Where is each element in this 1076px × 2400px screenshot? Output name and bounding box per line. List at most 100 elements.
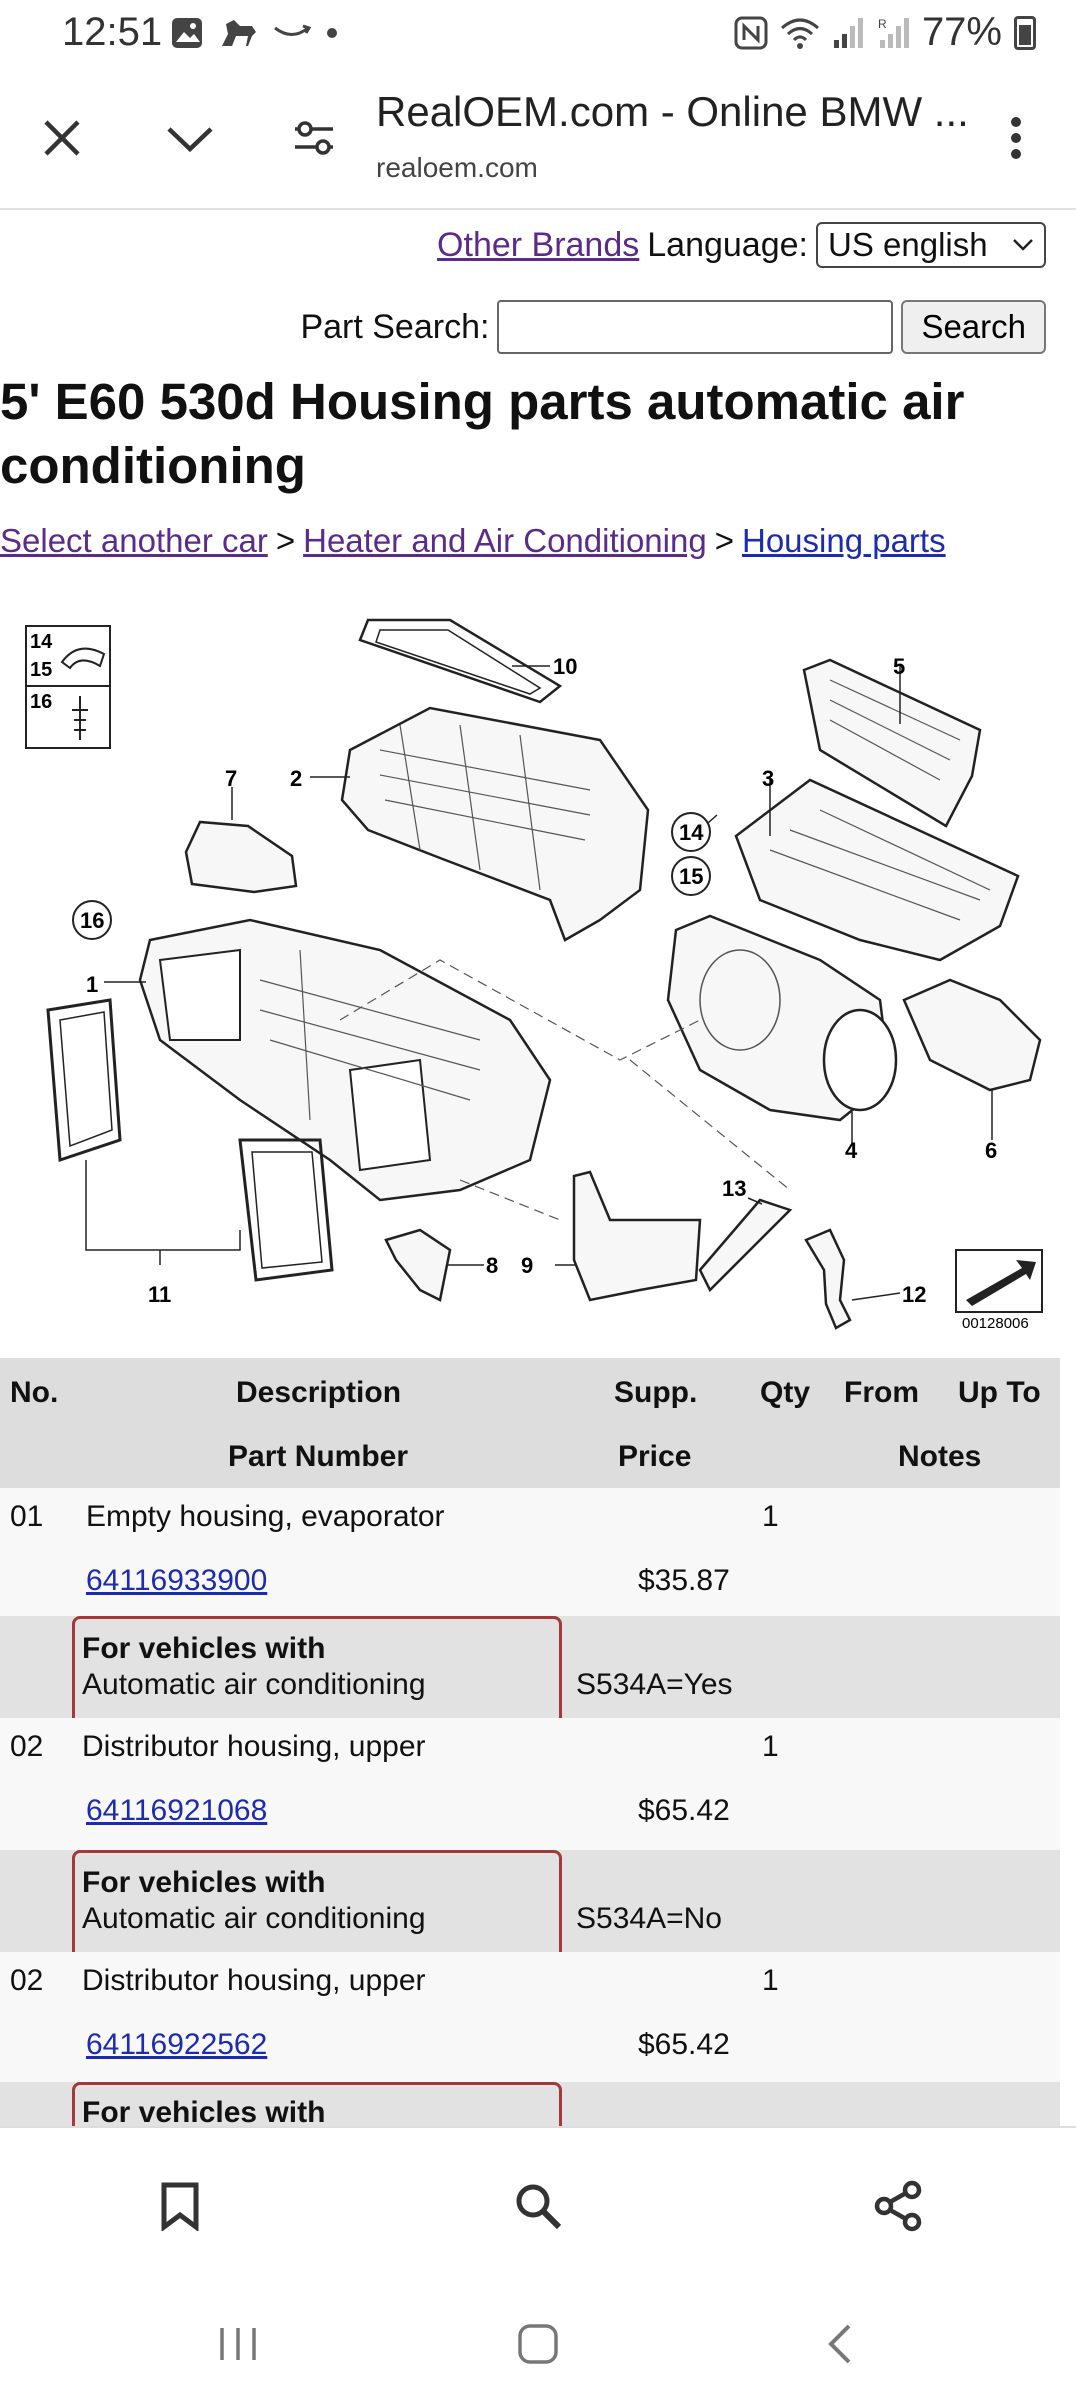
callout-16: 16 — [80, 908, 104, 933]
image-code: 00128006 — [962, 1315, 1029, 1332]
part-number-link[interactable]: 64116922562 — [86, 2028, 268, 2061]
recent-apps-icon[interactable] — [206, 2312, 270, 2376]
svg-text:R: R — [878, 17, 887, 31]
parts-diagram[interactable]: 14 15 16 — [0, 600, 1060, 1340]
image-code-box: 00128006 — [955, 1249, 1043, 1332]
legend-14: 14 — [30, 631, 53, 653]
tune-icon[interactable] — [282, 106, 346, 170]
table-header: No. Description Supp. Qty From Up To Par… — [0, 1358, 1060, 1488]
page-title: 5' E60 530d Housing parts automatic air … — [0, 373, 965, 494]
callout-14: 14 — [679, 820, 704, 845]
note-title: For vehicles with — [82, 1632, 326, 1665]
breadcrumb-separator: > — [275, 522, 296, 559]
gallery-icon — [172, 18, 202, 48]
breadcrumb: Select another car>Heater and Air Condit… — [0, 522, 946, 560]
language-select[interactable]: US english — [816, 222, 1046, 268]
part-9-bracket[interactable] — [572, 1170, 702, 1302]
col-qty: Qty — [760, 1376, 811, 1409]
part-2-upper-housing[interactable] — [340, 706, 650, 942]
table-row: For vehicles with Automatic air conditio… — [0, 1850, 1060, 2016]
breadcrumb-housing-parts[interactable]: Housing parts — [741, 522, 946, 559]
table-row: 64116933900 $35.87 — [0, 1552, 1060, 1616]
row-no: 02 — [10, 1964, 44, 1997]
nfc-icon — [734, 16, 768, 49]
callout-6: 6 — [985, 1138, 997, 1163]
back-icon[interactable] — [808, 2312, 872, 2376]
legend-box: 14 15 16 — [25, 625, 111, 749]
callout-12: 12 — [902, 1282, 926, 1307]
search-icon[interactable] — [506, 2174, 570, 2238]
note-box — [72, 2082, 562, 2142]
part-1-main-housing[interactable] — [138, 918, 552, 1202]
callout-9: 9 — [521, 1253, 533, 1278]
home-icon[interactable] — [506, 2312, 570, 2376]
callout-3: 3 — [762, 766, 774, 791]
note-code: S534A=Yes — [576, 1668, 733, 1701]
row-qty: 1 — [762, 1500, 779, 1533]
row-description: Distributor housing, upper — [82, 1964, 426, 1997]
part-7-cover[interactable] — [184, 820, 298, 894]
parts-table: No. Description Supp. Qty From Up To Par… — [0, 1358, 1060, 2142]
row-price: $65.42 — [638, 2028, 730, 2061]
row-price: $35.87 — [638, 1564, 730, 1597]
table-row: 64116922562 $65.42 — [0, 2016, 1060, 2082]
share-icon[interactable] — [866, 2174, 930, 2238]
callout-10: 10 — [553, 654, 577, 679]
col-no: No. — [10, 1376, 59, 1409]
more-vert-icon[interactable] — [984, 106, 1048, 170]
part-4-blower[interactable] — [666, 914, 898, 1122]
col-description: Description — [236, 1376, 402, 1409]
row-qty: 1 — [762, 1730, 779, 1763]
part-number-link[interactable]: 64116921068 — [86, 1794, 268, 1827]
part-12-duct[interactable] — [804, 1228, 852, 1330]
page-title-bar: RealOEM.com - Online BMW ... — [376, 88, 969, 135]
callout-circle-15 — [671, 856, 711, 896]
row-no: 02 — [10, 1730, 44, 1763]
wifi-icon — [780, 18, 819, 49]
part-search-row: Part Search: Search — [300, 300, 1046, 354]
status-bar: 12:51 R 77% — [0, 0, 1076, 70]
bookmark-icon[interactable] — [148, 2174, 212, 2238]
language-value: US english — [828, 226, 988, 263]
callout-7: 7 — [225, 766, 237, 791]
callout-5: 5 — [893, 654, 905, 679]
status-right: R 77% — [734, 10, 1036, 55]
part-5-flap[interactable] — [802, 658, 982, 828]
search-button[interactable]: Search — [901, 300, 1046, 354]
battery-percent: 77% — [921, 10, 1002, 54]
breadcrumb-heater[interactable]: Heater and Air Conditioning — [303, 522, 707, 559]
part-search-label: Part Search: — [300, 307, 490, 346]
note-title: For vehicles with — [82, 2096, 326, 2129]
part-number-link[interactable]: 64116933900 — [86, 1564, 268, 1597]
callout-8: 8 — [486, 1253, 498, 1278]
other-brands-link[interactable]: Other Brands — [437, 225, 640, 264]
table-row: For vehicles with Automatic air conditio… — [0, 1616, 1060, 1782]
part-11-gaskets[interactable] — [46, 998, 334, 1282]
part-3-blower-housing[interactable] — [734, 778, 1020, 962]
col-part-number: Part Number — [228, 1440, 409, 1473]
horse-icon — [222, 20, 256, 46]
row-description: Distributor housing, upper — [82, 1730, 426, 1763]
part-8-clip[interactable] — [384, 1228, 452, 1302]
part-search-input[interactable] — [497, 300, 894, 354]
bottom-toolbar — [0, 2126, 1076, 2276]
part-6-motor[interactable] — [902, 978, 1042, 1092]
note-code: S534A=No — [576, 1902, 722, 1935]
callout-circle-16 — [72, 900, 112, 940]
breadcrumb-select-car[interactable]: Select another car — [0, 522, 268, 559]
callout-2: 2 — [290, 766, 302, 791]
chevron-down-icon[interactable] — [158, 106, 222, 170]
close-icon[interactable] — [30, 106, 94, 170]
col-supp: Supp. — [614, 1376, 698, 1409]
col-from: From — [844, 1376, 919, 1409]
notification-icons — [170, 16, 338, 50]
row-no: 01 — [10, 1500, 44, 1533]
part-10-filter[interactable] — [358, 618, 563, 704]
legend-15: 15 — [30, 659, 52, 681]
callout-11: 11 — [148, 1282, 171, 1307]
roaming-signal-icon: R — [878, 17, 909, 48]
table-row: 02 Distributor housing, upper 1 — [0, 1952, 1060, 2016]
part-13-rod[interactable] — [698, 1198, 793, 1293]
col-up-to: Up To — [958, 1376, 1041, 1409]
callout-15: 15 — [679, 864, 703, 889]
